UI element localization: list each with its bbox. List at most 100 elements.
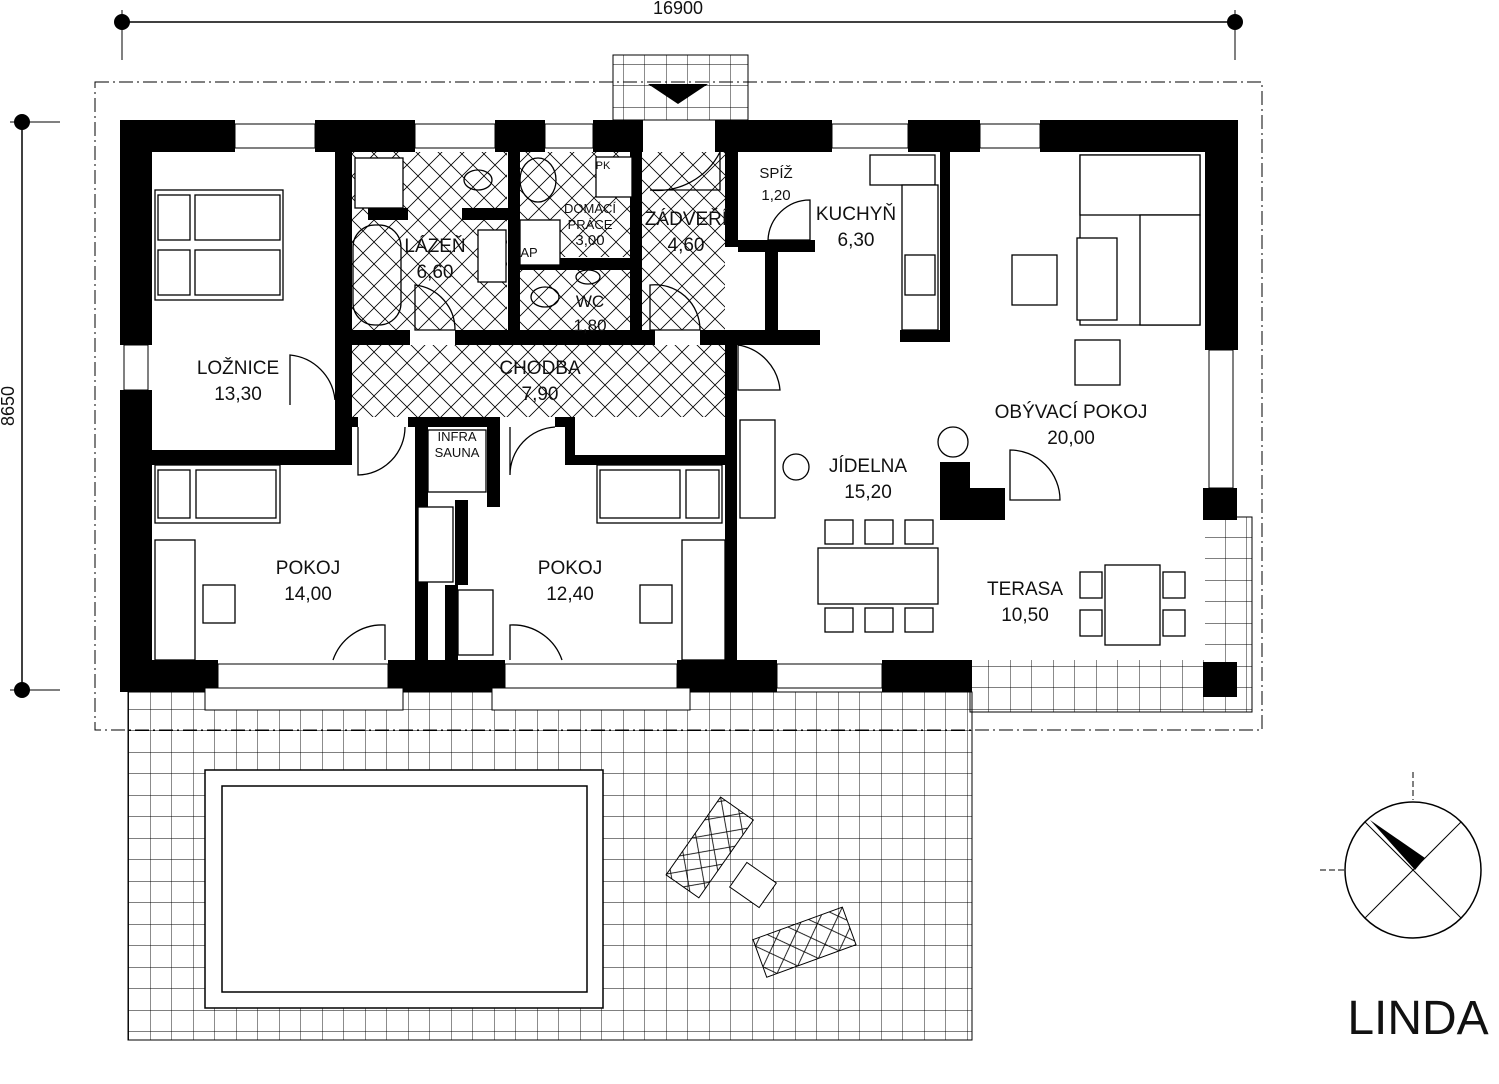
furniture-item [157, 194, 191, 241]
furniture-item [595, 156, 633, 198]
room-name: WC [576, 292, 604, 311]
north-arrow-icon [1320, 772, 1482, 939]
window [491, 687, 691, 711]
door [1009, 449, 1061, 501]
room-name: LOŽNICE [197, 357, 279, 379]
room-name: ZÁDVEŘÍ [645, 208, 728, 230]
furniture-item [817, 547, 939, 605]
room-name: JÍDELNA [829, 456, 907, 477]
wall [1203, 488, 1237, 520]
wall [715, 120, 832, 152]
furniture-item [157, 249, 191, 296]
sanitary-fixture [463, 169, 493, 191]
room-loznice: LOŽNICE 13,30 [197, 357, 279, 405]
door [509, 426, 556, 476]
sanitary-fixture [530, 286, 560, 308]
washer-label: AP [520, 245, 537, 260]
room-name: TERASA [987, 579, 1063, 600]
doors [289, 151, 1061, 661]
room-pokoj-2: POKOJ 12,40 [538, 558, 602, 605]
window [1208, 349, 1234, 489]
furniture-item [824, 519, 854, 545]
room-area: 3,00 [575, 232, 604, 249]
furniture-item [1139, 214, 1201, 326]
furniture-item [195, 469, 277, 519]
wall [700, 330, 820, 345]
wall [120, 660, 218, 692]
terrace-label-bg [976, 574, 1076, 626]
width-label: 16900 [653, 0, 703, 18]
door [649, 284, 701, 331]
furniture-item [202, 584, 236, 624]
wall [765, 240, 778, 340]
wall [350, 417, 358, 427]
window [123, 344, 149, 391]
dimension-depth: 8650 [0, 114, 60, 698]
furniture-item [427, 429, 487, 493]
wall [455, 500, 468, 585]
wall [1203, 662, 1237, 697]
furniture-item [194, 194, 281, 241]
wall [630, 152, 642, 345]
door [332, 624, 386, 661]
room-name: DOMÁCÍ [564, 201, 616, 216]
round-fixture [937, 426, 969, 458]
wall [120, 390, 152, 692]
tile-area [640, 152, 725, 330]
furniture-item [824, 607, 854, 633]
room-name: POKOJ [276, 558, 340, 579]
room-name: LÁZEŇ [404, 235, 465, 257]
room-area: 1,20 [761, 187, 790, 204]
window [504, 663, 678, 689]
furniture-item [681, 539, 726, 661]
furniture-item [354, 157, 404, 209]
room-area: 10,50 [1001, 605, 1049, 626]
furniture-item [685, 469, 720, 519]
furniture-item [1074, 339, 1121, 386]
furniture-item [417, 506, 454, 583]
room-area: 13,30 [214, 384, 262, 405]
wall [725, 152, 738, 247]
furniture-item [519, 219, 561, 266]
window [776, 663, 883, 689]
room-area: 12,40 [546, 584, 594, 605]
furniture-item [1079, 571, 1103, 599]
sanitary-fixture [519, 157, 557, 203]
furniture-item [904, 607, 934, 633]
room-name: SPÍŽ [759, 165, 792, 182]
room-area: 6,30 [838, 230, 875, 251]
furniture-item [1011, 254, 1058, 306]
furniture-item [904, 254, 936, 296]
wall [900, 330, 950, 342]
furniture [154, 154, 1201, 661]
window [217, 663, 389, 689]
room-name: OBÝVACÍ POKOJ [995, 402, 1148, 423]
furniture-item [599, 469, 681, 519]
boiler-label: PK [596, 160, 611, 172]
wall [445, 585, 458, 660]
wall [408, 417, 498, 427]
window [544, 123, 594, 149]
door [509, 624, 563, 661]
round-fixture [782, 453, 810, 481]
wall [152, 450, 352, 465]
door [414, 284, 456, 331]
tile-area [350, 345, 728, 417]
furniture-item [1079, 609, 1103, 637]
furniture-item [864, 607, 894, 633]
room-name: POKOJ [538, 558, 602, 579]
furniture-item [457, 589, 494, 656]
door [357, 426, 406, 476]
room-spiz: SPÍŽ 1,20 [759, 165, 792, 204]
wall [565, 455, 728, 465]
room-name: PRÁCE [568, 217, 613, 232]
sanitary-fixture [575, 269, 601, 285]
wall [940, 152, 950, 342]
plan-title: LINDA [1347, 992, 1488, 1045]
